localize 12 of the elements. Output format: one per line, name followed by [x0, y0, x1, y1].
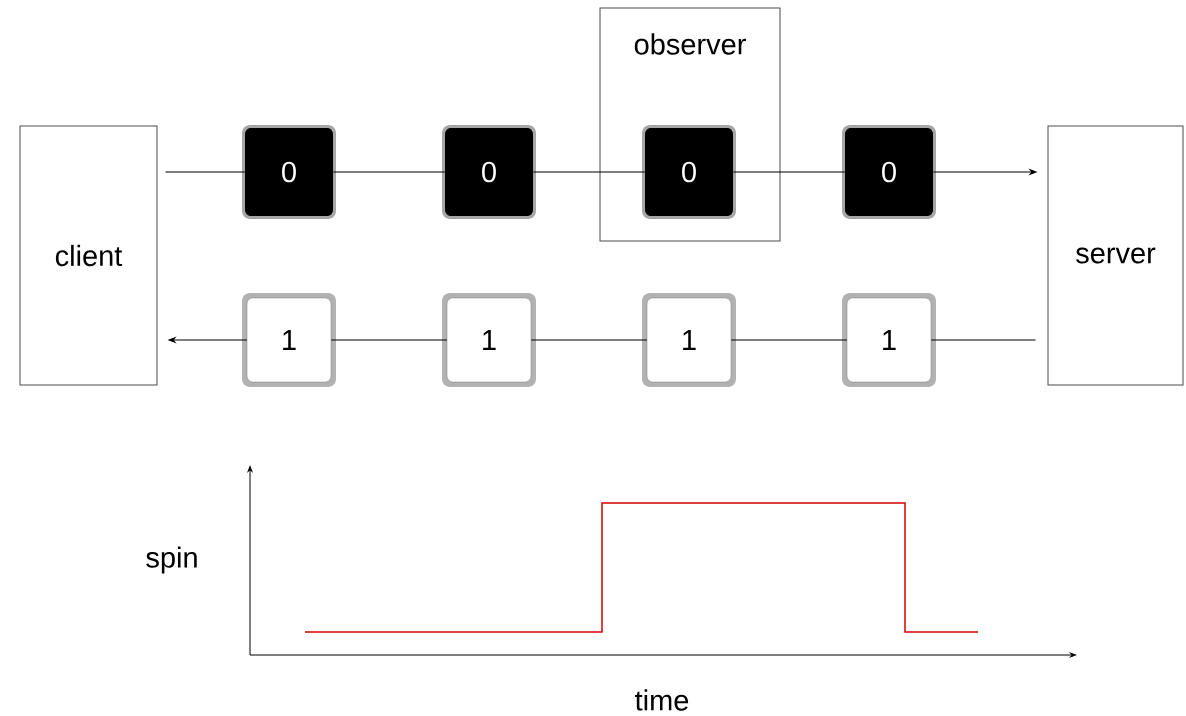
- axis-label: spin: [146, 546, 197, 574]
- bit-box: 1: [842, 293, 936, 387]
- end-box: server: [1047, 125, 1184, 386]
- end-box: client: [19, 125, 158, 386]
- bit-box: 0: [442, 125, 536, 219]
- bit-box: 1: [242, 293, 336, 387]
- bit-box: 0: [242, 125, 336, 219]
- bit-box: 0: [642, 125, 736, 219]
- bit-box: 1: [642, 293, 736, 387]
- bit-box: 1: [442, 293, 536, 387]
- bit-box: 0: [842, 125, 936, 219]
- axis-label: time: [635, 689, 689, 711]
